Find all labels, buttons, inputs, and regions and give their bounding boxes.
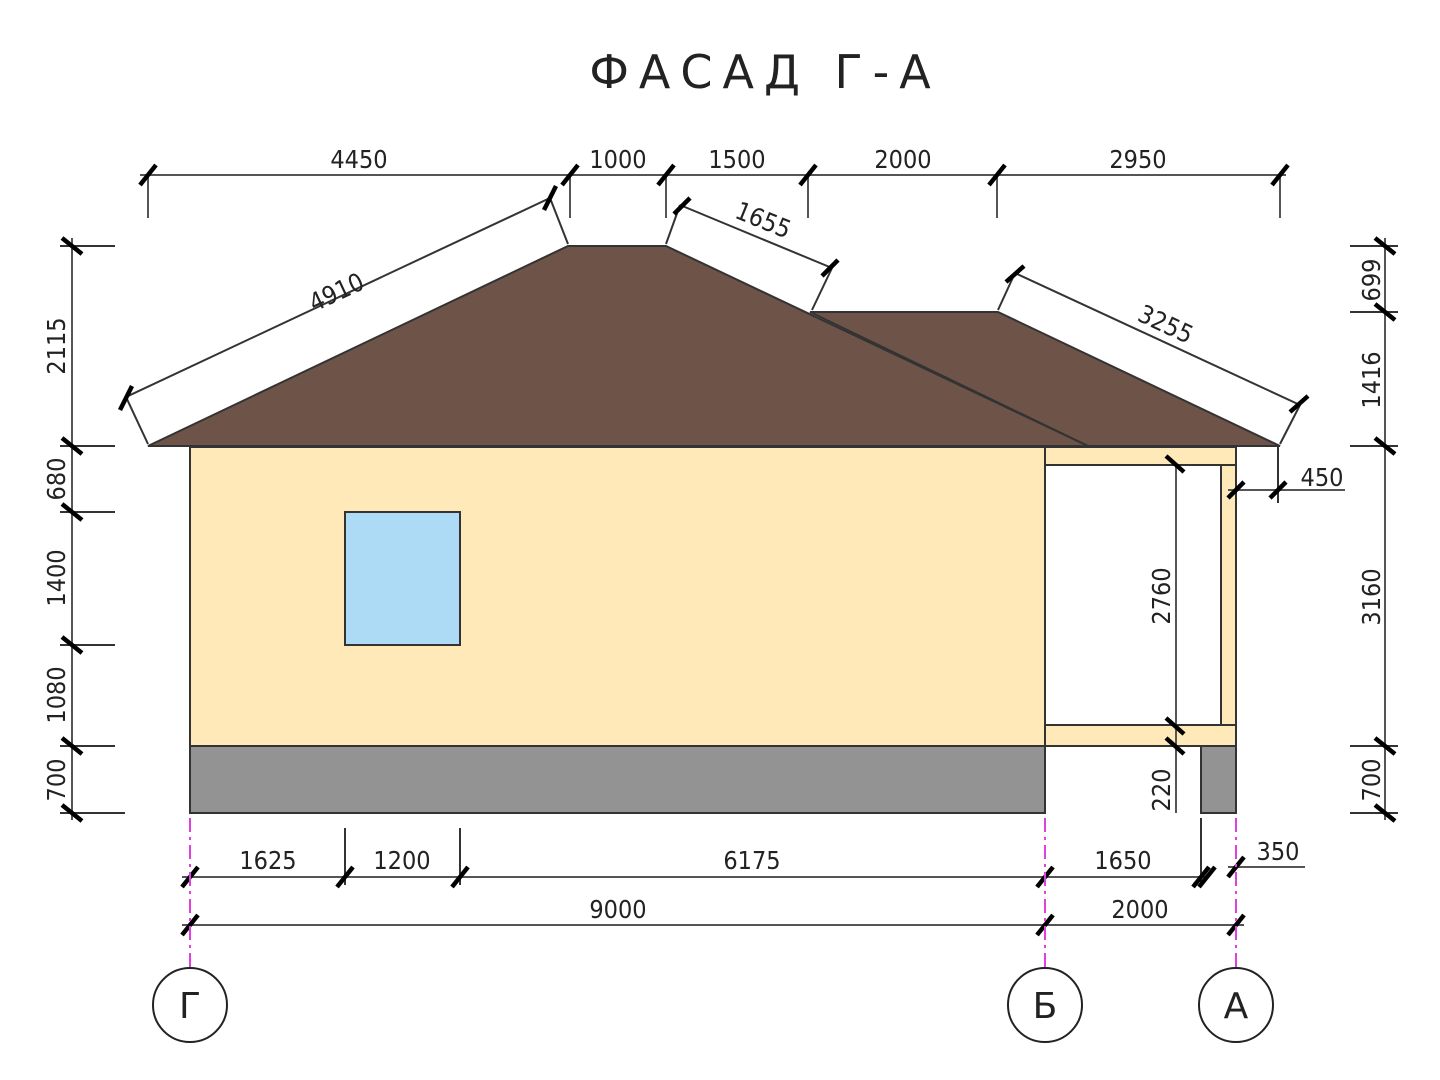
- dim-label: 1500: [708, 145, 765, 174]
- top-dimension-chain: 4450 1000 1500 2000 2950: [138, 145, 1290, 218]
- dim-label: 2000: [874, 145, 931, 174]
- right-dimension-chain: 699 1416 3160 700 450: [1226, 236, 1398, 823]
- dim-label: 1000: [589, 145, 646, 174]
- wall: [189, 446, 1046, 747]
- dim-label: 220: [1147, 769, 1176, 812]
- dim-label: 4450: [330, 145, 387, 174]
- dim-label: 700: [42, 759, 71, 802]
- bottom-dimension-chain: 1625 1200 6175 1650 350 9000 2000: [180, 818, 1305, 937]
- axis-marker-a: А: [1198, 967, 1274, 1043]
- dim-label: 9000: [589, 895, 646, 924]
- axis-label: А: [1224, 986, 1249, 1027]
- dim-label: 1400: [42, 549, 71, 606]
- dim-label: 3160: [1357, 568, 1386, 625]
- dim-label: 4910: [304, 267, 368, 317]
- plinth: [189, 745, 1046, 814]
- dim-label: 2950: [1109, 145, 1166, 174]
- dim-label: 1650: [1094, 846, 1151, 875]
- dim-label: 700: [1357, 759, 1386, 802]
- dim-label: 1655: [731, 196, 795, 244]
- dim-label: 1080: [42, 666, 71, 723]
- axis-label: Г: [179, 986, 201, 1027]
- dim-label: 2000: [1111, 895, 1168, 924]
- dim-label: 350: [1257, 837, 1300, 866]
- dim-label: 2760: [1147, 567, 1176, 624]
- dim-label: 450: [1301, 463, 1344, 492]
- grid-axes: Г Б А: [152, 818, 1274, 1043]
- axis-label: Б: [1033, 986, 1058, 1027]
- dim-label: 1416: [1357, 351, 1386, 408]
- dim-label: 699: [1357, 259, 1386, 302]
- dim-label: 1200: [373, 846, 430, 875]
- porch-dimensions: 2760 220: [1147, 454, 1186, 813]
- axis-marker-b: Б: [1007, 967, 1083, 1043]
- dim-label: 680: [42, 458, 71, 501]
- porch-bottom-beam: [1044, 724, 1237, 747]
- building: [147, 245, 1281, 814]
- porch-pier: [1200, 745, 1237, 814]
- porch-top-beam: [1044, 446, 1237, 466]
- axis-marker-g: Г: [152, 967, 228, 1043]
- porch-column: [1220, 464, 1237, 726]
- dim-label: 2115: [42, 317, 71, 374]
- drawing-title: ФАСАД Г-А: [589, 45, 940, 99]
- left-dimension-chain: 2115 680 1400 1080 700: [42, 236, 125, 823]
- dim-label: 1625: [239, 846, 296, 875]
- window: [344, 511, 461, 646]
- dim-label: 6175: [723, 846, 780, 875]
